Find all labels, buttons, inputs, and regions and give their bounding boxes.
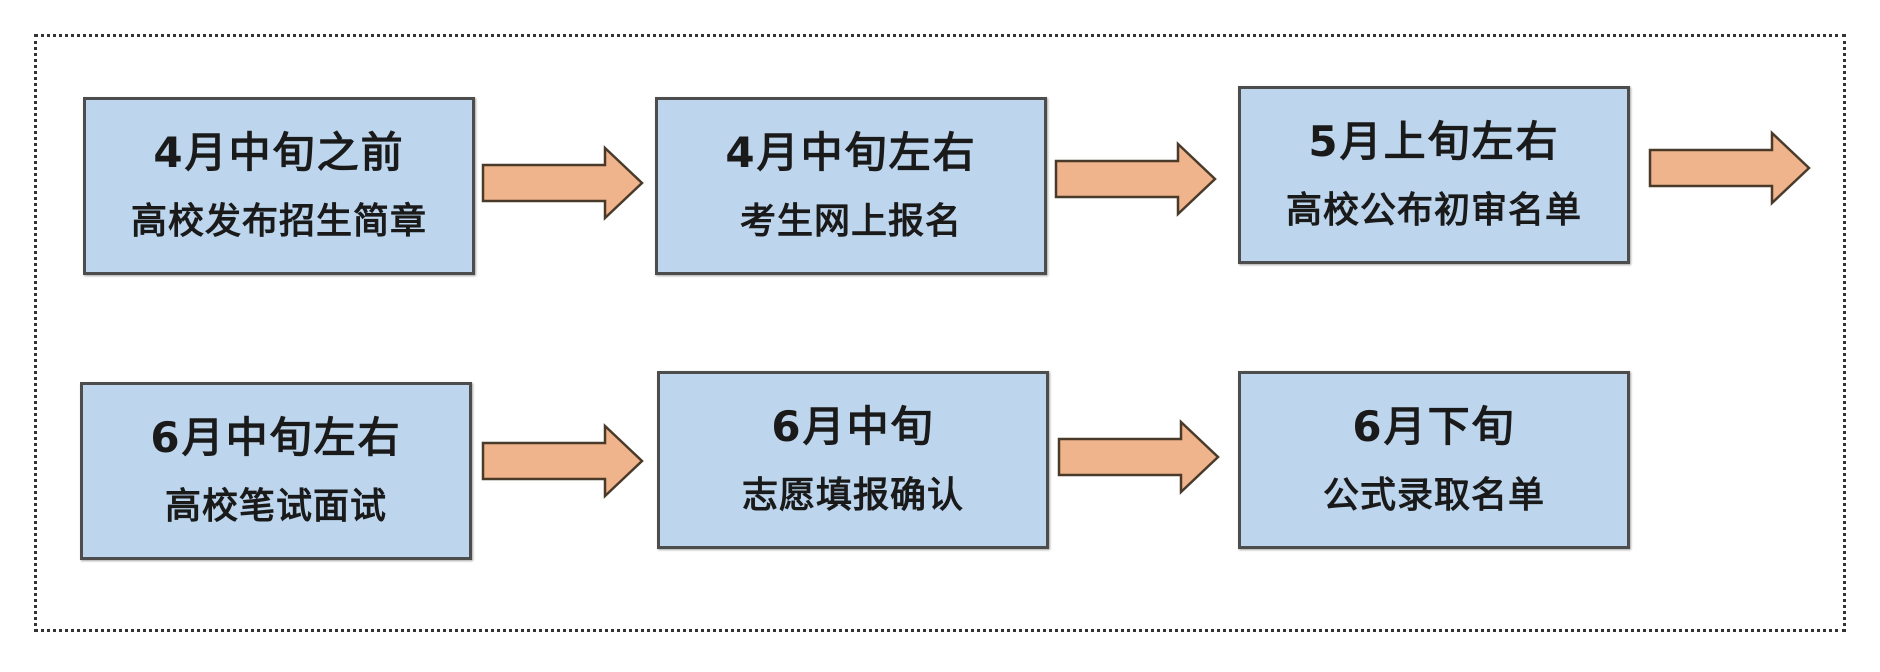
step-4-event: 高校笔试面试 <box>164 486 387 527</box>
step-2-box: 4月中旬左右 考生网上报名 <box>655 97 1047 275</box>
step-2-date: 4月中旬左右 <box>725 128 977 177</box>
step-1-event: 高校发布招生简章 <box>130 201 427 242</box>
step-5-box: 6月中旬 志愿填报确认 <box>657 371 1049 549</box>
step-3-date: 5月上旬左右 <box>1308 117 1560 166</box>
step-4-box: 6月中旬左右 高校笔试面试 <box>80 382 472 560</box>
step-2-event: 考生网上报名 <box>739 201 962 242</box>
step-5-event: 志愿填报确认 <box>741 475 964 516</box>
step-6-box: 6月下旬 公式录取名单 <box>1238 371 1630 549</box>
step-6-event: 公式录取名单 <box>1322 475 1545 516</box>
arrow-3-continue <box>1648 130 1813 206</box>
step-1-date: 4月中旬之前 <box>153 128 405 177</box>
step-3-box: 5月上旬左右 高校公布初审名单 <box>1238 86 1630 264</box>
diagram-frame <box>34 34 1846 632</box>
arrow-2-to-3 <box>1054 141 1219 217</box>
step-6-date: 6月下旬 <box>1352 402 1516 451</box>
step-4-date: 6月中旬左右 <box>150 413 402 462</box>
step-1-box: 4月中旬之前 高校发布招生简章 <box>83 97 475 275</box>
arrow-4-to-5 <box>481 423 646 499</box>
arrow-1-to-2 <box>481 145 646 221</box>
arrow-5-to-6 <box>1057 419 1222 495</box>
step-3-event: 高校公布初审名单 <box>1285 190 1582 231</box>
step-5-date: 6月中旬 <box>771 402 935 451</box>
